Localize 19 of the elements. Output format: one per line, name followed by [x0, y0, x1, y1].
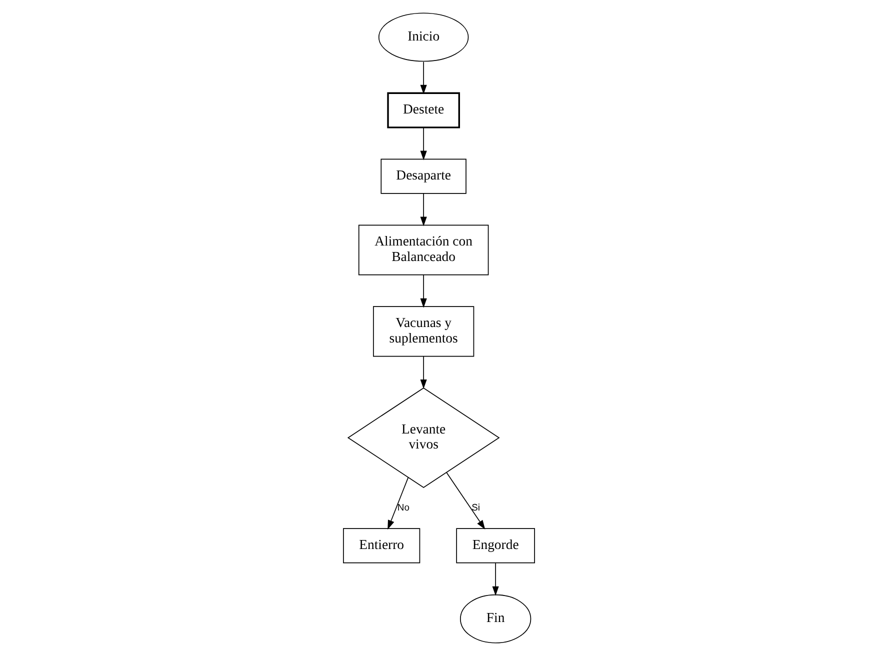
- node-box: Engorde: [456, 528, 534, 564]
- node-box: Vacunas y suplementos: [372, 306, 474, 357]
- node-diamond: Levante vivos: [346, 387, 500, 488]
- arrow: [420, 193, 426, 226]
- node-box: Destete: [386, 92, 460, 128]
- arrow: [446, 472, 485, 530]
- node-box: Alimentación con Balanceado: [358, 224, 488, 276]
- arrow: [420, 127, 426, 160]
- node-ellipse: Fin: [459, 594, 531, 644]
- edge-label: Si: [471, 501, 480, 512]
- node-box: Desaparte: [380, 158, 466, 194]
- arrow: [420, 274, 426, 308]
- edge-label: No: [396, 501, 409, 512]
- arrow: [420, 61, 426, 94]
- arrow: [420, 356, 426, 389]
- node-ellipse: Inicio: [378, 12, 468, 62]
- arrow: [492, 562, 498, 596]
- arrow: [387, 477, 408, 530]
- node-box: Entierro: [342, 528, 420, 564]
